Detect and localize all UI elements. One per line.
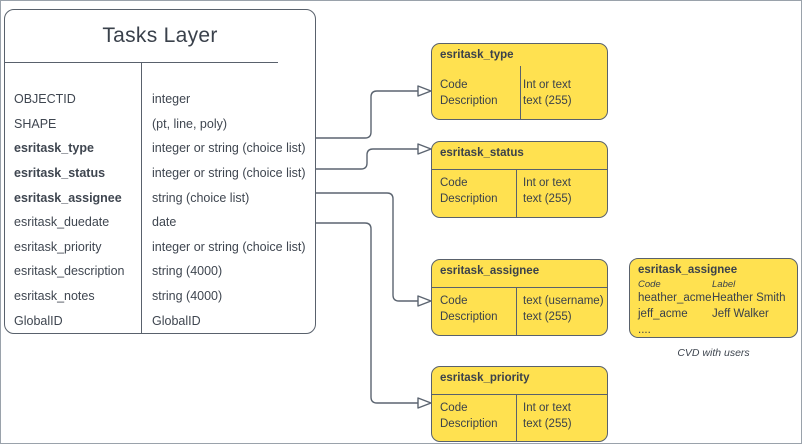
field-row-esritask-notes: esritask_notes string (4000) — [5, 284, 315, 309]
cvd-label: Jeff Walker — [712, 308, 769, 320]
domain-box-title: esritask_assignee — [440, 265, 540, 277]
field-type: (pt, line, poly) — [152, 116, 228, 131]
connector-arrowhead-icon — [417, 397, 432, 409]
field-name: esritask_status — [14, 166, 106, 181]
field-row-esritask-duedate: esritask_duedate date — [5, 210, 315, 235]
connector-arrowhead-icon — [417, 85, 432, 97]
domain-field: Code — [440, 402, 468, 414]
cvd-box-esritask-assignee: esritask_assignee Code Label heather_acm… — [629, 258, 798, 338]
field-name: esritask_type — [14, 141, 94, 156]
field-name: OBJECTID — [14, 92, 76, 107]
field-row-esritask-type: esritask_type integer or string (choice … — [5, 136, 315, 161]
field-row-esritask-description: esritask_description string (4000) — [5, 259, 315, 284]
domain-field: Code — [440, 177, 468, 189]
title-divider — [432, 287, 607, 288]
cvd-codes: heather_acme jeff_acme .... — [638, 290, 712, 338]
domain-type: text (255) — [523, 311, 572, 323]
connector-esritask-priority — [316, 222, 432, 409]
column-divider — [516, 287, 517, 335]
field-row-esritask-status: esritask_status integer or string (choic… — [5, 161, 315, 186]
domain-type: text (username) — [523, 295, 604, 307]
tasks-layer-title: Tasks Layer — [102, 24, 218, 47]
column-divider — [516, 394, 517, 441]
domain-type: text (255) — [523, 193, 572, 205]
domain-field-names: Code Description — [440, 77, 498, 109]
title-divider — [432, 394, 607, 395]
field-type: integer — [152, 92, 191, 107]
domain-type: Int or text — [523, 402, 571, 414]
field-type: integer or string (choice list) — [152, 141, 306, 156]
cvd-code: heather_acme — [638, 292, 712, 304]
field-type: GlobalID — [152, 313, 201, 328]
field-name: esritask_assignee — [14, 190, 122, 205]
domain-box-esritask-status: esritask_status Code Description Int or … — [431, 141, 608, 218]
domain-field-names: Code Description — [440, 400, 498, 432]
connector-arrowhead-icon — [417, 295, 432, 307]
field-row-globalid: GlobalID GlobalID — [5, 308, 315, 333]
domain-field-names: Code Description — [440, 175, 498, 207]
field-name: esritask_priority — [14, 239, 102, 254]
cvd-code-header: Code — [638, 279, 661, 290]
field-name: SHAPE — [14, 116, 57, 131]
field-type: string (choice list) — [152, 190, 250, 205]
domain-box-esritask-assignee: esritask_assignee Code Description text … — [431, 259, 608, 336]
domain-field: Code — [440, 295, 468, 307]
field-row-objectid: OBJECTID integer — [5, 87, 315, 112]
cvd-label-header: Label — [712, 279, 736, 290]
connector-esritask-status — [316, 143, 432, 170]
column-divider — [516, 169, 517, 217]
domain-box-esritask-type: esritask_type Code Description Int or te… — [431, 43, 608, 120]
field-name: esritask_description — [14, 264, 125, 279]
tasks-layer-table: Tasks Layer OBJECTID integer SHAPE (pt, … — [4, 9, 316, 334]
column-divider — [520, 66, 521, 119]
domain-field: Description — [440, 95, 498, 107]
field-type: date — [152, 215, 177, 230]
domain-type: text (255) — [523, 95, 572, 107]
domain-field-types: text (username) text (255) — [523, 293, 604, 325]
field-name: GlobalID — [14, 313, 63, 328]
field-row-esritask-assignee: esritask_assignee string (choice list) — [5, 185, 315, 210]
domain-field-types: Int or text text (255) — [523, 77, 572, 109]
domain-box-title: esritask_priority — [440, 372, 530, 384]
domain-field-types: Int or text text (255) — [523, 175, 572, 207]
field-type: integer or string (choice list) — [152, 239, 306, 254]
connector-esritask-assignee — [316, 192, 432, 307]
domain-field: Description — [440, 418, 498, 430]
cvd-box-title: esritask_assignee — [638, 264, 738, 276]
cvd-code: jeff_acme — [638, 308, 688, 320]
field-name: esritask_notes — [14, 289, 95, 304]
field-list: OBJECTID integer SHAPE (pt, line, poly) … — [5, 87, 315, 333]
domain-field: Description — [440, 193, 498, 205]
domain-field-types: Int or text text (255) — [523, 400, 572, 432]
domain-box-title: esritask_type — [440, 49, 514, 61]
domain-type: Int or text — [523, 177, 571, 189]
field-name: esritask_duedate — [14, 215, 110, 230]
domain-type: text (255) — [523, 418, 572, 430]
field-type: string (4000) — [152, 289, 223, 304]
field-row-esritask-priority: esritask_priority integer or string (cho… — [5, 235, 315, 260]
cvd-label: Heather Smith — [712, 292, 786, 304]
cvd-caption: CVD with users — [677, 347, 750, 359]
domain-box-title: esritask_status — [440, 147, 524, 159]
field-row-shape: SHAPE (pt, line, poly) — [5, 112, 315, 137]
title-divider — [432, 169, 607, 170]
domain-type: Int or text — [523, 79, 571, 91]
field-type: integer or string (choice list) — [152, 166, 306, 181]
domain-field: Code — [440, 79, 468, 91]
connector-arrowhead-icon — [417, 143, 432, 155]
domain-box-esritask-priority: esritask_priority Code Description Int o… — [431, 366, 608, 442]
cvd-labels: Heather Smith Jeff Walker — [712, 290, 786, 322]
cvd-code: .... — [638, 324, 651, 336]
domain-field: Description — [440, 311, 498, 323]
domain-field-names: Code Description — [440, 293, 498, 325]
column-divider — [141, 62, 142, 333]
connector-esritask-type — [316, 85, 432, 139]
field-type: string (4000) — [152, 264, 223, 279]
